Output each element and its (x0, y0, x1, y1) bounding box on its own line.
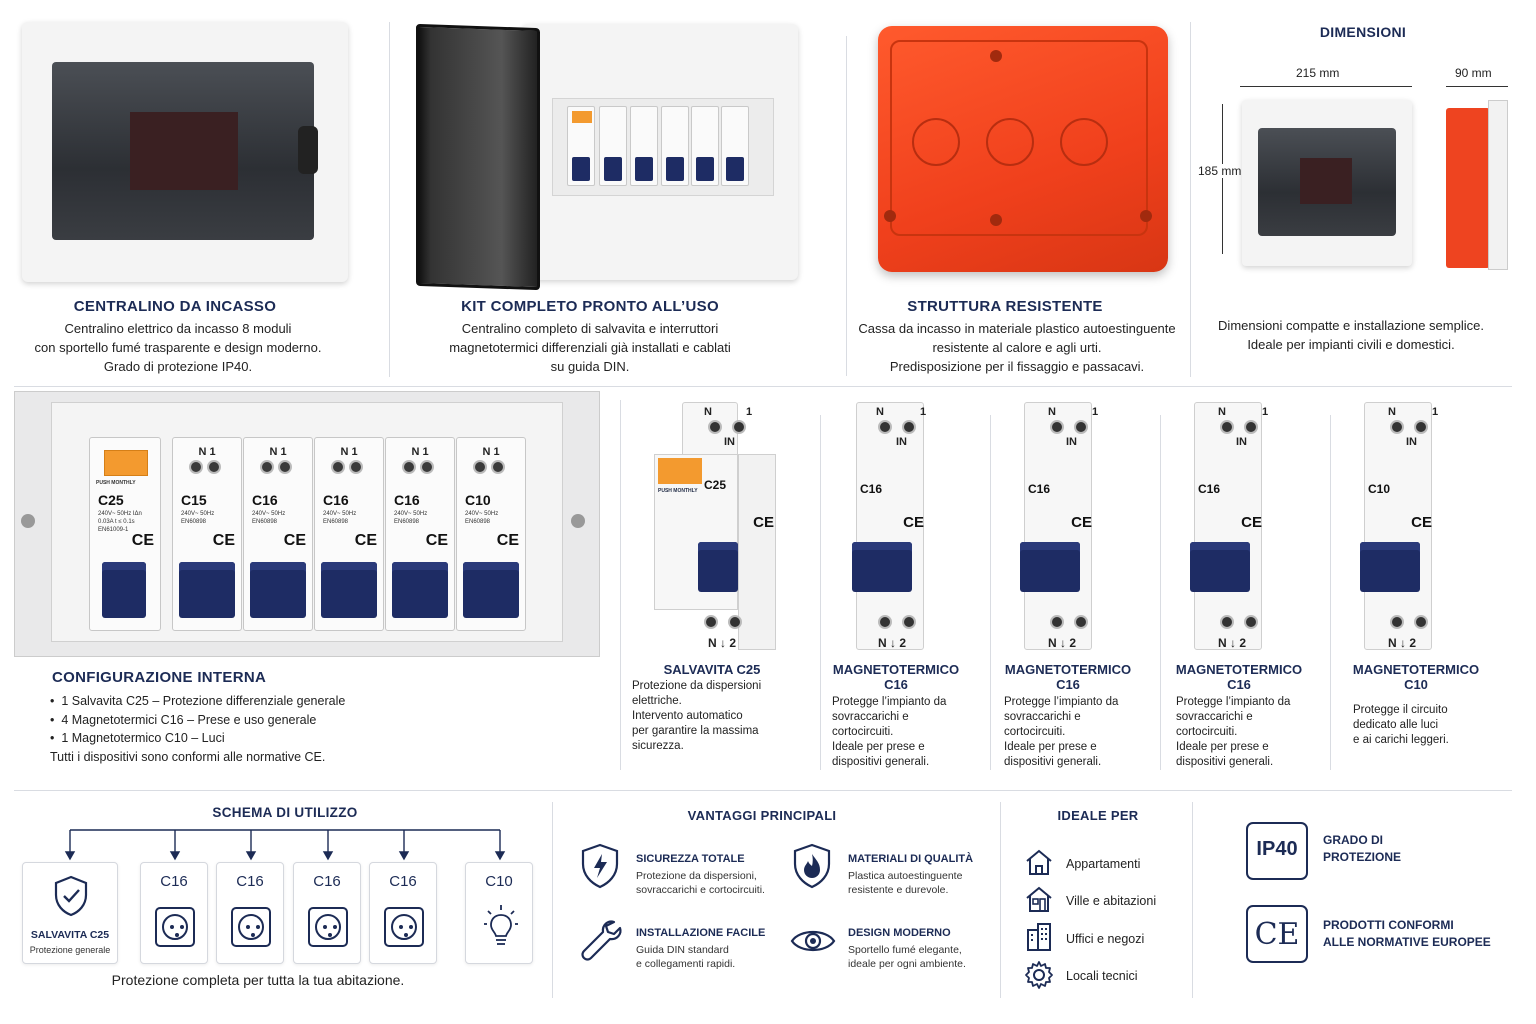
config-breaker-4: N 1 C16 240V~ 50Hz EN60898 CE (385, 437, 455, 631)
width-arrow (1240, 86, 1412, 87)
dimensions-title: DIMENSIONI (1319, 24, 1407, 40)
advantage-desc: Sportello fumé elegante,ideale per ogni … (848, 944, 966, 970)
ideal-item: Appartamenti (1066, 857, 1141, 871)
shield-flame-icon (793, 843, 831, 889)
height-arrow (1222, 104, 1223, 254)
office-building-icon (1027, 923, 1051, 951)
ce-mark-icon: CE (1246, 905, 1308, 963)
wrench-icon (581, 920, 622, 961)
ip40-icon: IP40 (1246, 822, 1308, 880)
ideal-title: IDEALE PER (1057, 808, 1139, 823)
device-rcbo-image: N 1 IN PUSH MONTHLY C25 CE N ↓ 2 (654, 402, 784, 652)
advantage-desc: Protezione da dispersioni,sovraccarichi … (636, 870, 765, 896)
scheme-footer: Protezione completa per tutta la tua abi… (111, 972, 405, 988)
device-title: MAGNETOTERMICO C10 (1352, 662, 1480, 692)
ideal-item: Locali tecnici (1066, 969, 1138, 983)
config-breaker-rcbo: PUSH MONTHLY C25 240V~ 50Hz IΔn 0.03A t … (89, 437, 161, 631)
socket-icon (155, 907, 195, 947)
advantage-title: MATERIALI DI QUALITÀ (848, 853, 974, 865)
config-list: • 1 Salvavita C25 – Protezione differenz… (50, 692, 345, 766)
scheme-circuit-card: C16 (369, 862, 437, 964)
config-bullet: • 1 Salvavita C25 – Protezione differenz… (50, 694, 346, 708)
advantage-title: INSTALLAZIONE FACILE (636, 927, 766, 939)
scheme-tree-lines (64, 829, 506, 861)
dimensions-desc: Dimensioni compatte e installazione semp… (1218, 318, 1484, 352)
config-note: Tutti i dispositivi sono conformi alle n… (50, 749, 326, 764)
scheme-circuit-card: C16 (293, 862, 361, 964)
device-mcb-1-image: N 1 IN C16 CE N ↓ 2 (834, 402, 934, 652)
structure-title: STRUTTURA RESISTENTE (907, 298, 1103, 315)
device-title: MAGNETOTERMICO C16 (1175, 662, 1303, 692)
scheme-main-card: SALVAVITA C25 Protezione generale (22, 862, 118, 964)
scheme-circuit-card: C16 (140, 862, 208, 964)
config-bullet: • 4 Magnetotermici C16 – Prese e uso gen… (50, 712, 317, 727)
advantage-title: SICUREZZA TOTALE (636, 853, 745, 865)
scheme-circuit-card: C16 (216, 862, 284, 964)
eye-icon (790, 930, 836, 952)
device-mcb-3-image: N 1 IN C16 CE N ↓ 2 (1172, 402, 1272, 652)
config-breaker-5: N 1 C10 240V~ 50Hz EN60898 CE (456, 437, 526, 631)
shield-check-icon (54, 875, 88, 917)
light-bulb-icon (484, 905, 518, 945)
scheme-title: SCHEMA DI UTILIZZO (212, 805, 358, 820)
socket-icon (384, 907, 424, 947)
device-title: MAGNETOTERMICO C16 (832, 662, 960, 692)
flush-title: CENTRALINO DA INCASSO (73, 298, 277, 315)
config-breaker-1: N 1 C15 240V~ 50Hz EN60898 CE (172, 437, 242, 631)
flush-desc: Centralino elettrico da incasso 8 moduli… (34, 321, 322, 374)
ideal-item: Ville e abitazioni (1066, 894, 1157, 908)
villa-icon (1026, 886, 1052, 912)
house-icon (1026, 849, 1052, 875)
device-mcb-4-image: N 1 IN C10 CE N ↓ 2 (1342, 402, 1442, 652)
config-title: CONFIGURAZIONE INTERNA (52, 669, 267, 686)
device-title: MAGNETOTERMICO C16 (1004, 662, 1132, 692)
scheme-circuit-card: C10 (465, 862, 533, 964)
width-label: 215 mm (1296, 66, 1340, 80)
config-breaker-2: N 1 C16 240V~ 50Hz EN60898 CE (243, 437, 313, 631)
depth-arrow (1446, 86, 1508, 87)
advantage-title: DESIGN MODERNO (848, 927, 951, 939)
internal-config-image: PUSH MONTHLY C25 240V~ 50Hz IΔn 0.03A t … (14, 391, 600, 657)
height-label: 185 mm (1198, 164, 1242, 178)
kit-desc: Centralino completo di salvavita e inter… (449, 321, 731, 374)
gear-icon (1025, 961, 1053, 989)
socket-icon (231, 907, 271, 947)
structure-desc: Cassa da incasso in materiale plastico a… (858, 321, 1176, 374)
socket-icon (308, 907, 348, 947)
depth-label: 90 mm (1455, 66, 1492, 80)
config-breaker-3: N 1 C16 240V~ 50Hz EN60898 CE (314, 437, 384, 631)
advantages-title: VANTAGGI PRINCIPALI (687, 808, 837, 823)
device-title: SALVAVITA C25 (663, 662, 761, 677)
config-bullet: • 1 Magnetotermico C10 – Luci (50, 731, 225, 745)
shield-bolt-icon (581, 843, 619, 889)
ideal-item: Uffici e negozi (1066, 932, 1145, 946)
device-mcb-2-image: N 1 IN C16 CE N ↓ 2 (1002, 402, 1102, 652)
kit-title: KIT COMPLETO PRONTO ALL’USO (461, 298, 719, 315)
